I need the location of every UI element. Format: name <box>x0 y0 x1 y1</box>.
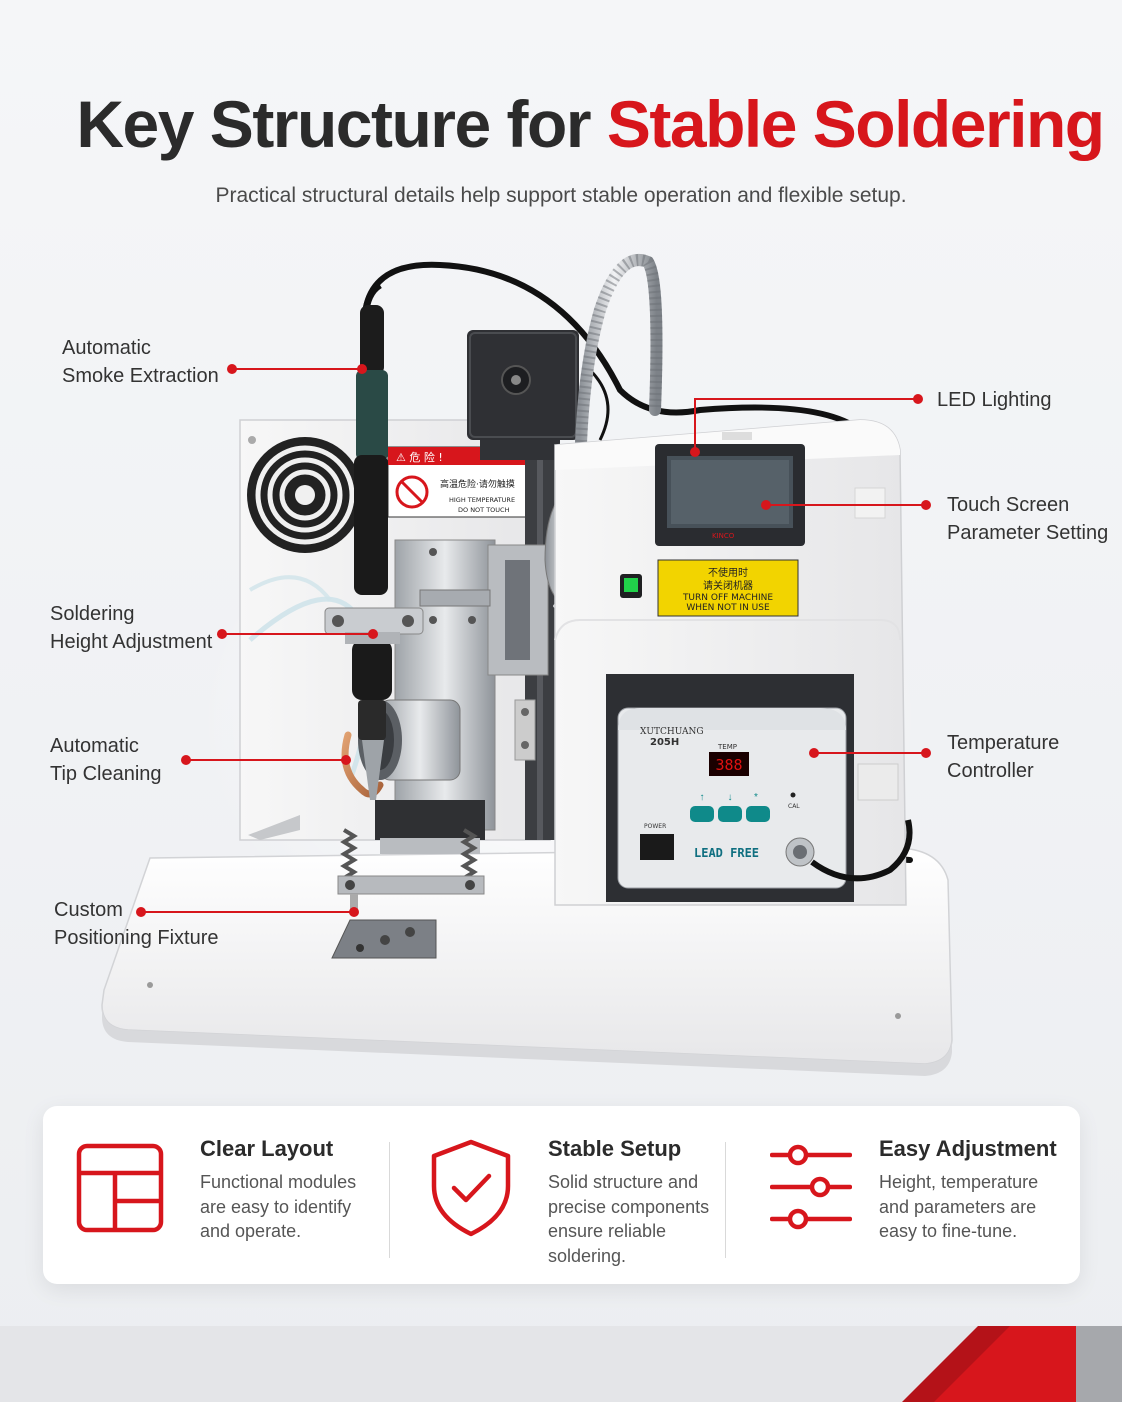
controller-model: 205H <box>650 737 679 748</box>
controller-lead-free: LEAD FREE <box>694 846 759 860</box>
soldering-iron <box>352 305 392 800</box>
stepper-motor <box>467 330 579 460</box>
feature-title: Easy Adjustment <box>879 1136 1057 1161</box>
notice-cn-2: 请关闭机器 <box>703 579 753 592</box>
feature-line: ensure reliable <box>548 1221 667 1241</box>
feature-line: soldering. <box>548 1245 627 1266</box>
layout-grid-icon <box>76 1143 164 1233</box>
z-axis-slide <box>394 539 549 831</box>
feature-description: Solid structure and precise components e… <box>548 1170 709 1268</box>
callout-lines <box>136 364 931 917</box>
svg-text:*: * <box>754 792 758 803</box>
controller-temp-display: 388 <box>715 756 742 774</box>
screen-brand-label: KINCO <box>712 532 735 540</box>
page-subtitle: Practical structural details help suppor… <box>215 184 907 207</box>
warning-label-top: ⚠ 危 险 ! <box>396 450 443 464</box>
touch-screen: KINCO <box>655 444 805 546</box>
feature-line: easy to fine-tune. <box>879 1221 1018 1241</box>
notice-cn-1: 不使用时 <box>708 566 748 579</box>
feature-line: and operate. <box>200 1221 302 1241</box>
soldering-machine-illustration: ⚠ 危 险 ! 高温危险·请勿触摸 HIGH TEMPERATURE DO NO… <box>101 254 953 1076</box>
callout-temperature-controller: Temperature Controller <box>947 732 1060 782</box>
feature-line: Functional modules <box>200 1172 357 1192</box>
controller-cable <box>810 819 913 882</box>
frame-foot <box>248 815 300 840</box>
feature-line: Solid structure and <box>548 1172 699 1192</box>
feature-line: Height, temperature <box>879 1172 1039 1192</box>
power-off-notice-label: 不使用时 请关闭机器 TURN OFF MACHINE WHEN NOT IN … <box>657 559 799 617</box>
title-lead: Key Structure for <box>76 87 607 161</box>
feature-title: Clear Layout <box>200 1136 334 1161</box>
warning-label-cn: 高温危险·请勿触摸 <box>440 478 515 490</box>
callout-smoke-extraction: Automatic Smoke Extraction <box>62 337 219 387</box>
feature-stable-setup: Stable Setup Solid structure and precise… <box>390 1106 725 1284</box>
feature-title: Stable Setup <box>548 1136 682 1161</box>
shield-check-icon <box>431 1139 511 1237</box>
callout-touch-screen: Touch Screen Parameter Setting <box>947 494 1109 544</box>
sliders-icon <box>770 1144 852 1230</box>
controller-cal-label: CAL <box>788 803 800 810</box>
feature-description: Functional modules are easy to identify … <box>200 1170 356 1244</box>
warning-label-en-2: DO NOT TOUCH <box>458 506 510 514</box>
corner-accent-stripes <box>902 1326 1122 1402</box>
feature-line: precise components <box>548 1196 710 1217</box>
feature-divider <box>389 1142 390 1258</box>
cooling-fan <box>247 436 363 553</box>
controller-power-label: POWER <box>644 823 666 830</box>
callout-tip-cleaning: Automatic Tip Cleaning <box>50 735 162 785</box>
feature-line: are easy to identify <box>200 1196 352 1217</box>
controller-temp-label: TEMP <box>717 743 737 751</box>
svg-text:↓: ↓ <box>728 792 733 803</box>
title-accent: Stable Soldering <box>606 87 1105 161</box>
gooseneck-lamp-arm <box>574 254 663 496</box>
feature-line: and parameters are <box>879 1196 1037 1217</box>
svg-text:↑: ↑ <box>700 792 705 803</box>
positioning-fixture <box>331 828 485 959</box>
feature-easy-adjustment: Easy Adjustment Height, temperature and … <box>726 1106 1080 1284</box>
feature-divider <box>725 1142 726 1258</box>
notice-en-2: WHEN NOT IN USE <box>686 603 770 613</box>
feature-clear-layout: Clear Layout Functional modules are easy… <box>43 1106 388 1284</box>
callout-height-adjustment: Soldering Height Adjustment <box>50 603 213 653</box>
feature-description: Height, temperature and parameters are e… <box>879 1170 1038 1244</box>
base-plate-edge <box>102 1005 952 1076</box>
notice-en-1: TURN OFF MACHINE <box>682 593 773 603</box>
callout-led-lighting: LED Lighting <box>937 389 1052 411</box>
callout-positioning-fixture: Custom Positioning Fixture <box>54 899 219 949</box>
page-title: Key Structure for Stable Soldering <box>0 86 1122 162</box>
feature-panel: Clear Layout Functional modules are easy… <box>43 1106 1080 1284</box>
warning-label-en-1: HIGH TEMPERATURE <box>449 496 515 504</box>
controller-brand: XUTCHUANG <box>640 727 704 737</box>
